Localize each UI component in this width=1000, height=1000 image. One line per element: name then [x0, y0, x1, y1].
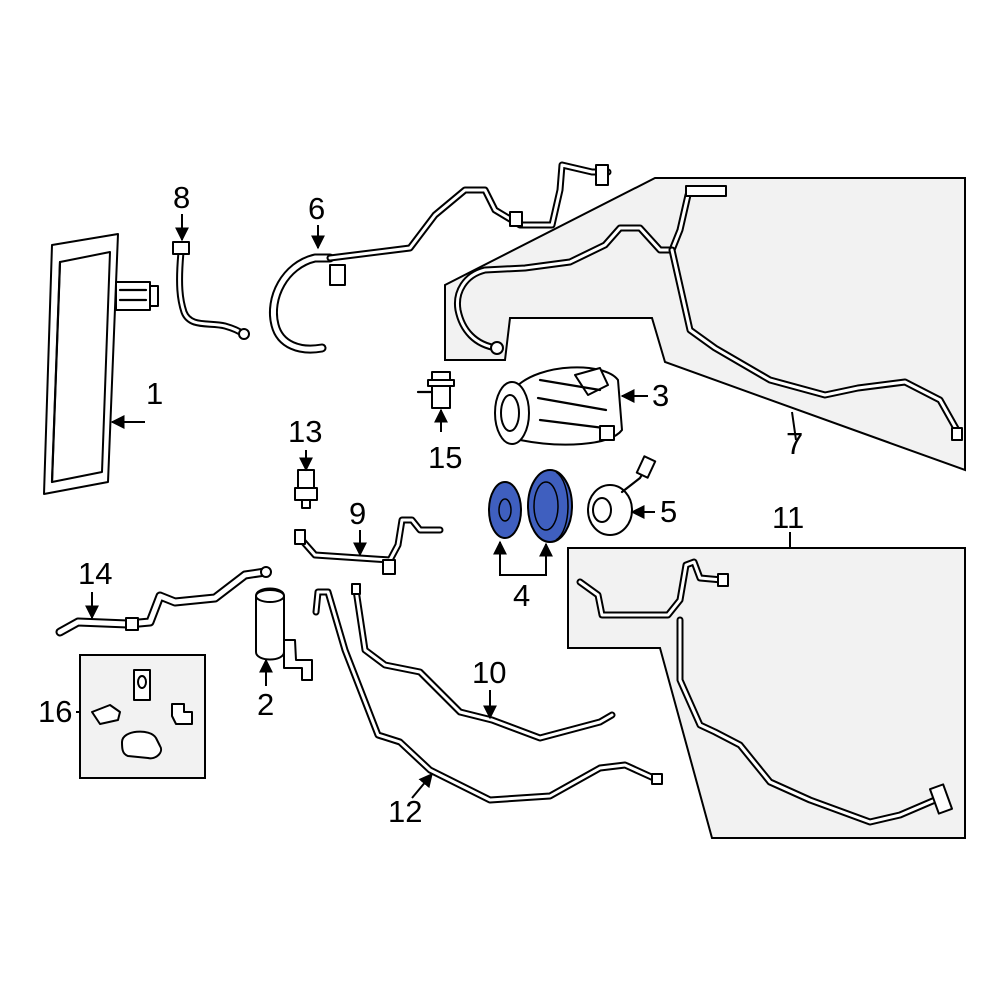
callout-10: 10 [472, 655, 506, 690]
callout-14: 14 [78, 556, 112, 591]
callout-13: 13 [288, 414, 322, 449]
callout-16: 16 [38, 694, 72, 729]
callout-12: 12 [388, 794, 422, 829]
leader-12 [411, 772, 433, 799]
group-box-7 [444, 177, 966, 472]
compressor[interactable] [494, 366, 623, 446]
callout-7: 7 [786, 426, 803, 461]
callout-2: 2 [257, 687, 274, 722]
sensor-15[interactable] [416, 371, 455, 409]
ac-line-8[interactable] [172, 241, 250, 340]
receiver-drier[interactable] [255, 587, 313, 681]
ac-line-7[interactable] [453, 185, 963, 441]
leader-4a [493, 540, 520, 576]
ac-line-6[interactable] [269, 161, 612, 354]
callout-4: 4 [513, 578, 530, 613]
pressure-switch[interactable] [294, 469, 318, 509]
callout-1: 1 [146, 376, 163, 411]
callout-5: 5 [660, 494, 677, 529]
ac-line-10[interactable] [351, 583, 616, 742]
field-coil[interactable] [587, 455, 657, 536]
leader-4b [520, 542, 553, 576]
hardware-kit[interactable] [91, 669, 193, 760]
condenser[interactable] [43, 233, 159, 495]
ac-line-14[interactable] [55, 566, 272, 637]
callout-3: 3 [652, 378, 669, 413]
ac-line-11[interactable] [576, 558, 954, 826]
callout-9: 9 [349, 496, 366, 531]
pulley[interactable] [527, 469, 573, 543]
group-box-11 [567, 547, 966, 839]
ac-line-12[interactable] [312, 588, 663, 804]
callout-8: 8 [173, 180, 190, 215]
callout-15: 15 [428, 440, 462, 475]
callout-11: 11 [772, 500, 804, 535]
ac-line-9[interactable] [294, 516, 444, 575]
callout-6: 6 [308, 191, 325, 226]
clutch-plate[interactable] [488, 481, 522, 539]
leader-7 [791, 411, 797, 441]
